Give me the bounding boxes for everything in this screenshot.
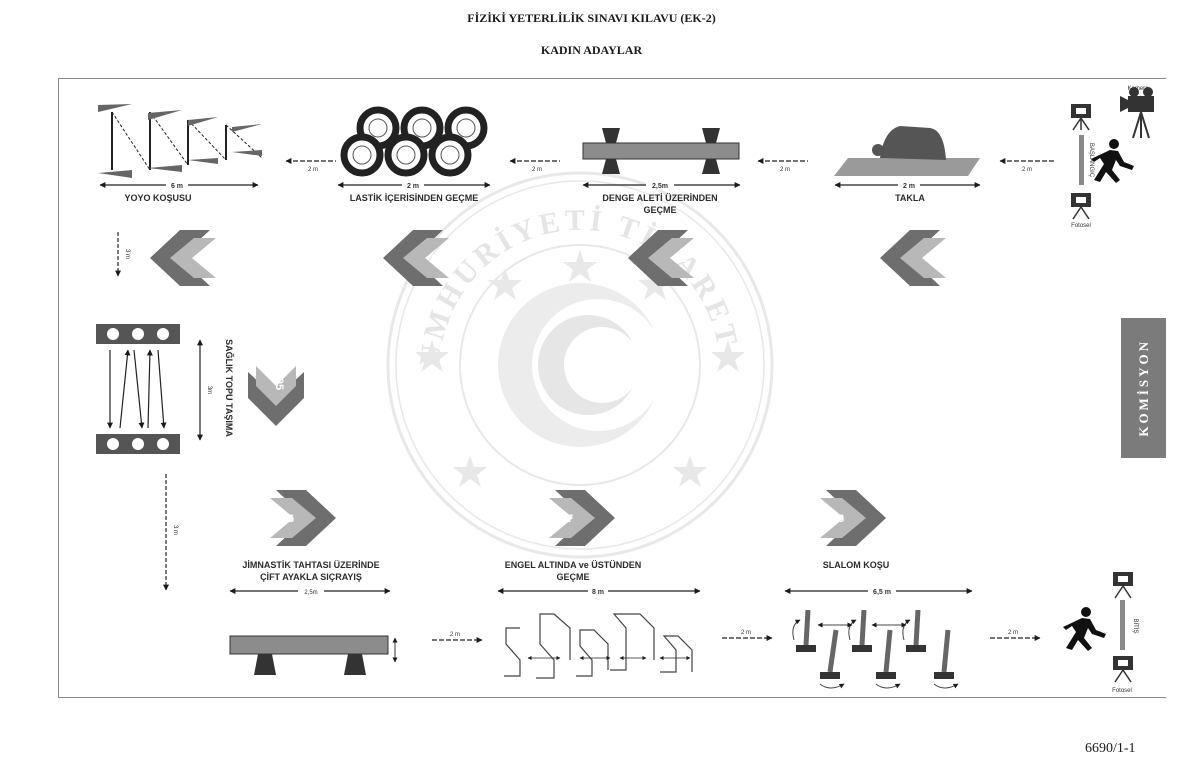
station-label-medicine-ball: SAĞLIK TOPU TAŞIMA	[224, 339, 235, 437]
gap-label-04-03: 2 m	[308, 167, 318, 173]
finish-label: BİTİŞ	[1132, 618, 1139, 633]
yoyo-course	[98, 104, 263, 178]
svg-text:07: 07	[561, 513, 573, 525]
gap-label-vertical-bottom: 3 m	[172, 525, 178, 535]
start-label: BAŞLANGIÇ	[1088, 143, 1094, 178]
gap-label-vertical-top: 3 m	[124, 249, 130, 259]
svg-text:02: 02	[676, 253, 688, 265]
station-label-hurdle-2: GEÇME	[556, 572, 589, 582]
balance-distance: 2,5m	[652, 183, 668, 190]
svg-text:06: 06	[282, 513, 294, 525]
komisyon-label: KOMİSYON	[1135, 339, 1151, 437]
station-label-tire: LASTİK İÇERİSİNDEN GEÇME	[350, 193, 479, 203]
chevron-02: 02	[628, 230, 694, 286]
svg-text:03: 03	[431, 253, 443, 265]
station-label-balance: DENGE ALETİ ÜZERİNDEN	[602, 193, 717, 203]
hurdles	[504, 613, 693, 679]
document-subtitle: KADIN ADAYLAR	[540, 43, 643, 57]
finish-photocell	[1113, 572, 1133, 683]
tire-course	[340, 106, 488, 177]
start-photocell-top	[1071, 104, 1091, 220]
gym-board-distance: 2,5m	[304, 590, 317, 596]
station-label-hurdle: ENGEL ALTINDA ve ÜSTÜNDEN	[505, 560, 642, 570]
svg-text:05: 05	[273, 378, 285, 390]
medicine-ball-course	[96, 324, 180, 454]
page-number: 6690/1-1	[1085, 741, 1136, 756]
document-title: FİZİKİ YETERLİLİK SINAVI KILAVU (EK-2)	[467, 11, 716, 25]
station-label-gym-board-2: ÇİFT AYAKLA SIÇRAYIŞ	[260, 572, 362, 582]
station-label-balance-2: GEÇME	[643, 205, 676, 215]
chevron-08: 08	[820, 490, 886, 546]
station-label-slalom: SLALOM KOŞU	[823, 560, 890, 570]
hurdle-distance: 8 m	[592, 589, 604, 596]
gap-label-08-finish: 2 m	[1008, 630, 1018, 636]
svg-text:08: 08	[832, 513, 844, 525]
gap-label-06-07: 2 m	[450, 632, 460, 638]
runner-icon-start	[1091, 139, 1134, 183]
station-label-roll: TAKLA	[895, 193, 925, 203]
chevron-03: 03	[383, 230, 449, 286]
svg-text:01: 01	[928, 253, 940, 265]
slalom-distance: 6,5 m	[873, 589, 891, 596]
camera-label: Kamera	[1127, 86, 1149, 92]
slalom-poles	[792, 609, 959, 689]
svg-text:04: 04	[198, 253, 211, 265]
gap-label-01-start: 2 m	[1022, 167, 1032, 173]
balance-beam	[582, 128, 740, 174]
photocell-label-top: Fotosel	[1071, 223, 1091, 229]
course-frame	[58, 78, 1166, 698]
komisyon-panel: KOMİSYON	[1121, 318, 1166, 458]
chevron-06: 06	[270, 490, 336, 546]
yoyo-distance: 6 m	[171, 183, 183, 190]
roll-distance: 2 m	[903, 183, 915, 190]
chevron-07: 07	[549, 490, 615, 546]
runner-icon-finish	[1063, 607, 1106, 651]
tire-distance: 2 m	[407, 183, 419, 190]
watermark-stars	[415, 250, 745, 487]
medicine-ball-distance: 3m	[206, 386, 212, 394]
chevron-04: 04	[150, 230, 216, 286]
photocell-label-bottom: Fotosel	[1112, 688, 1132, 694]
gap-label-02-01: 2 m	[780, 167, 790, 173]
station-label-gym-board: JİMNASTİK TAHTASI ÜZERİNDE	[242, 560, 379, 570]
gym-board	[229, 635, 398, 675]
gap-label-07-08: 2 m	[741, 630, 751, 636]
camera-icon	[1120, 87, 1154, 139]
roll-mat	[834, 126, 980, 176]
station-label-yoyo: YOYO KOŞUSU	[124, 193, 191, 203]
chevron-05: 05	[248, 366, 304, 426]
chevron-01: 01	[880, 230, 946, 286]
gap-label-03-02: 2 m	[532, 167, 542, 173]
